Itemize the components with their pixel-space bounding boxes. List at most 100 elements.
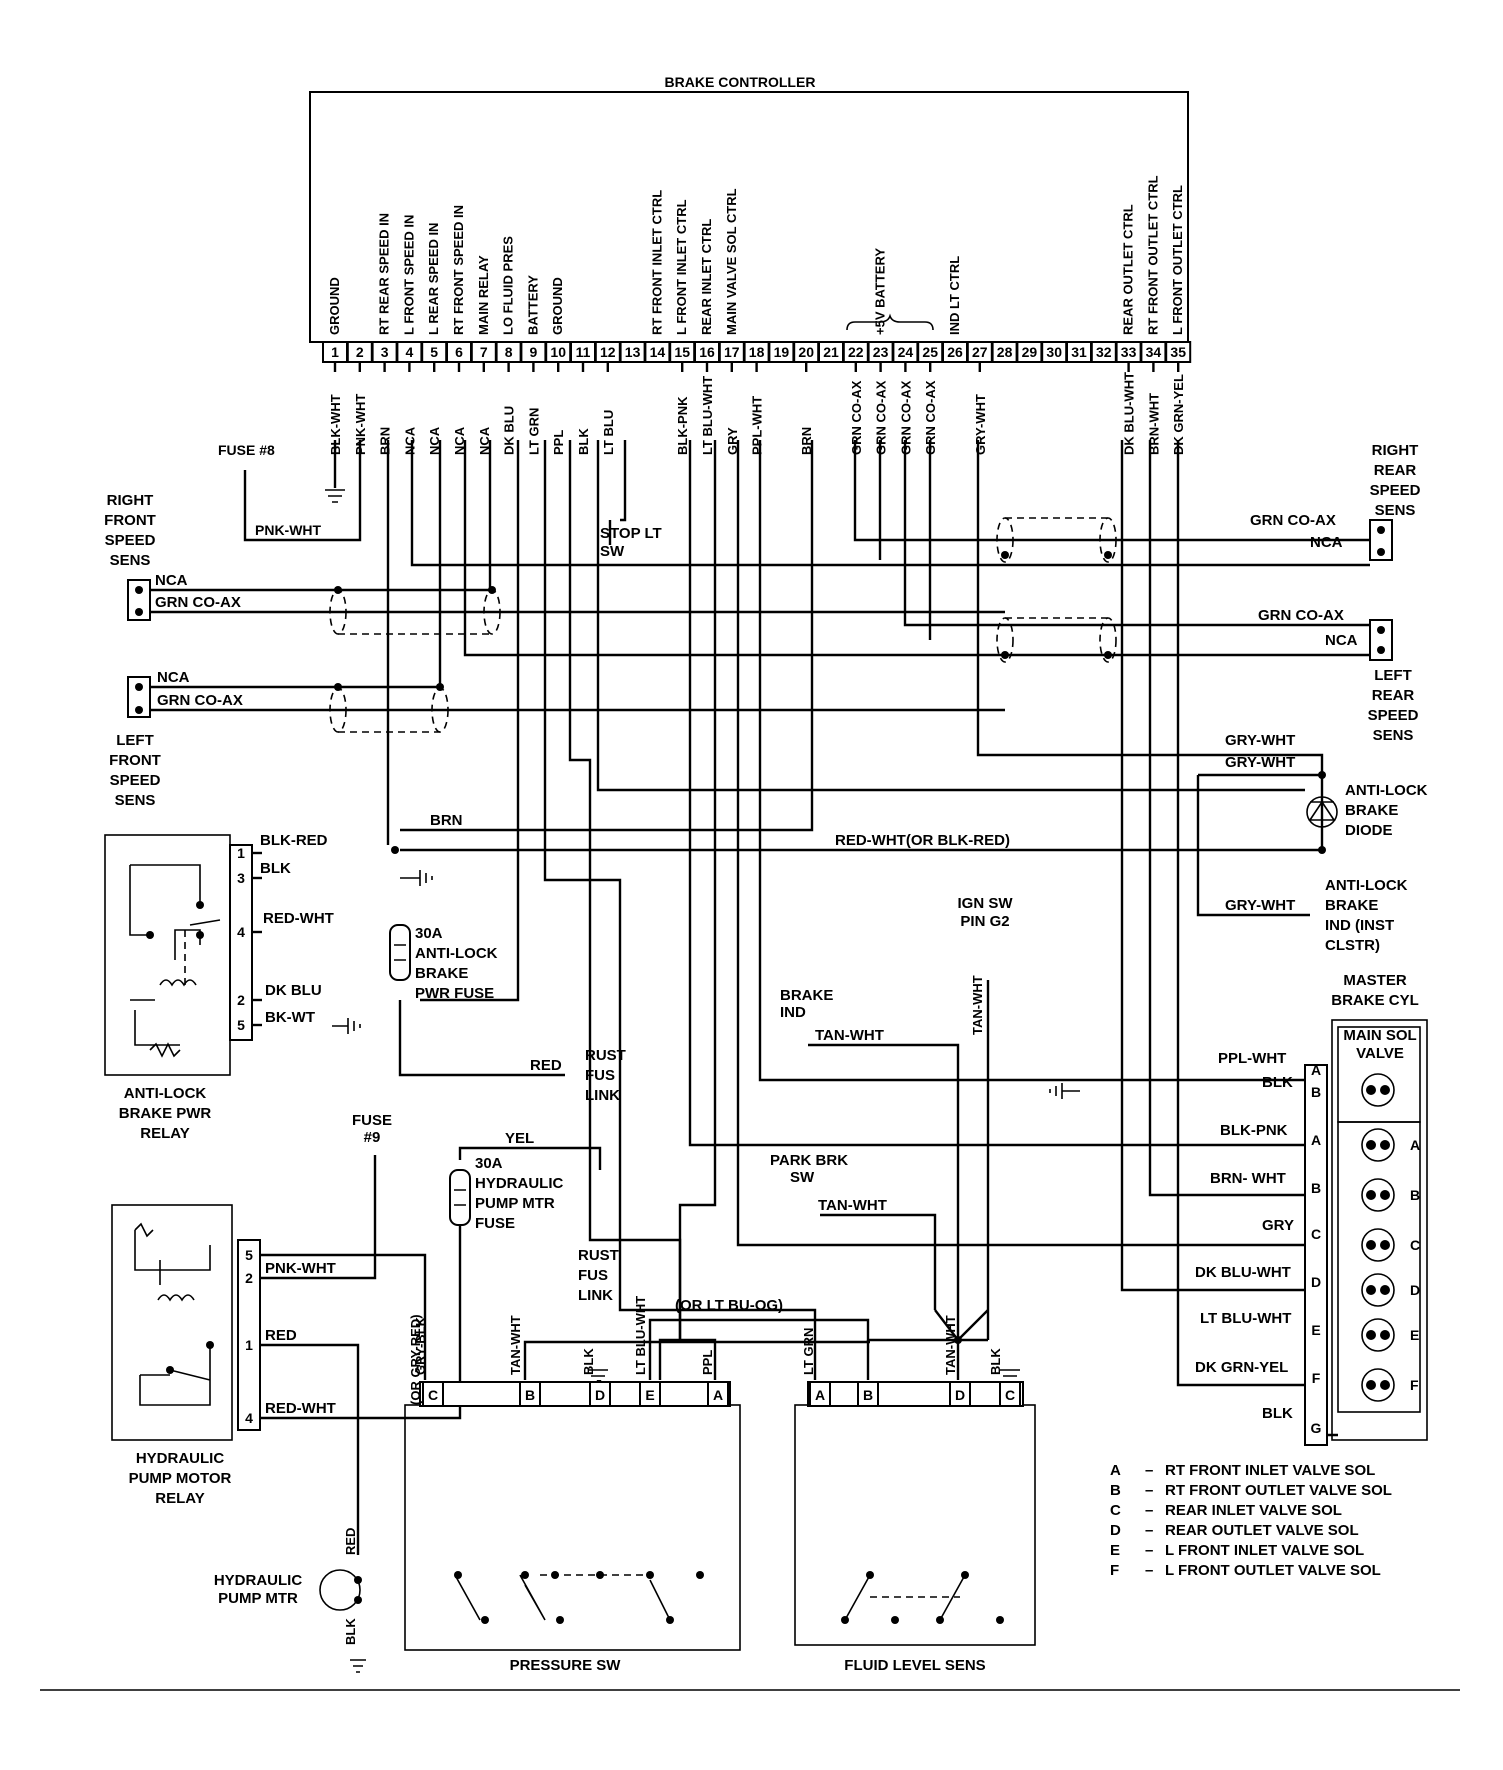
rf-nca-label: NCA xyxy=(155,572,188,589)
controller-function-label: L REAR SPEED IN xyxy=(426,223,441,335)
controller-pin-number: 14 xyxy=(650,344,666,360)
master-cyl-pin: B xyxy=(1311,1084,1321,1100)
controller-pin-number: 27 xyxy=(972,344,988,360)
rr-nca-label: NCA xyxy=(1310,534,1343,551)
pump-relay-pin: 4 xyxy=(245,1410,253,1426)
controller-pin-number: 11 xyxy=(576,344,591,360)
controller-wire-color: PPL xyxy=(551,430,566,455)
valve-letter: D xyxy=(1410,1282,1420,1298)
fl-blk-label: BLK xyxy=(988,1348,1003,1375)
rust-link-label-1: RUST FUS LINK xyxy=(585,1047,626,1104)
controller-wire-color: DK BLU-WHT xyxy=(1122,372,1137,455)
legend-dash: – xyxy=(1145,1562,1153,1579)
controller-function-label: RT FRONT OUTLET CTRL xyxy=(1145,175,1160,335)
controller-wire-color: BLK-PNK xyxy=(675,396,690,455)
controller-function-label: GROUND xyxy=(327,277,342,335)
controller-wire-color: DK BLU xyxy=(502,406,517,455)
controller-pin-number: 24 xyxy=(898,344,914,360)
abs-relay-pin: 1 xyxy=(237,845,245,861)
controller-pin-number: 5 xyxy=(430,344,438,360)
gry-wht-label-1: GRY-WHT xyxy=(1225,732,1295,749)
legend-dash: – xyxy=(1145,1502,1153,1519)
pump-red-label: RED xyxy=(343,1528,358,1555)
pump-relay-label: HYDRAULIC PUMP MOTOR RELAY xyxy=(129,1450,232,1507)
master-cyl-pin: A xyxy=(1311,1062,1321,1078)
legend-dash: – xyxy=(1145,1542,1153,1559)
controller-wire-color: GRN CO-AX xyxy=(849,380,864,455)
svg-text:SPEED: SPEED xyxy=(105,532,156,549)
master-cyl-pin: A xyxy=(1311,1132,1321,1148)
abs-relay-label: ANTI-LOCK BRAKE PWR RELAY xyxy=(119,1085,212,1142)
valve-solenoid-icon xyxy=(1361,1073,1395,1107)
legend-key: C xyxy=(1110,1502,1121,1519)
brn-wht-label: BRN- WHT xyxy=(1210,1170,1286,1187)
blk-red-label: BLK-RED xyxy=(260,832,328,849)
junction-dots xyxy=(334,551,1326,1344)
svg-text:BRAKE: BRAKE xyxy=(415,965,468,982)
controller-pin-number: 33 xyxy=(1121,344,1137,360)
rf-speed-label: RIGHT FRONT SPEED SENS xyxy=(104,492,156,569)
ind-label: ANTI-LOCK BRAKE IND (INST CLSTR) xyxy=(1325,877,1408,954)
tan-wht-label-2: TAN-WHT xyxy=(818,1197,887,1214)
controller-wire-color: BLK-WHT xyxy=(328,394,343,455)
fluid-sensor-pin: B xyxy=(863,1387,873,1403)
svg-text:30A: 30A xyxy=(475,1155,503,1172)
svg-text:IND (INST: IND (INST xyxy=(1325,917,1394,934)
red-wht-label: RED-WHT xyxy=(263,910,334,927)
abs-relay-pin: 5 xyxy=(237,1017,245,1033)
brake-controller-box xyxy=(309,91,1189,343)
pressure-switch-pin: E xyxy=(645,1387,654,1403)
controller-function-label: MAIN VALVE SOL CTRL xyxy=(724,188,739,335)
yel-label: YEL xyxy=(505,1130,534,1147)
pump-blk-label: BLK xyxy=(343,1618,358,1645)
legend-dash: – xyxy=(1145,1462,1153,1479)
svg-text:LEFT: LEFT xyxy=(116,732,154,749)
rr-speed-label: RIGHT REAR SPEED SENS xyxy=(1370,442,1421,519)
master-cyl-pin: D xyxy=(1311,1274,1321,1290)
brn-label: BRN xyxy=(430,812,463,829)
master-cyl-pin: E xyxy=(1311,1322,1320,1338)
lr-coax-label: GRN CO-AX xyxy=(1258,607,1344,624)
pressure-sw-label: PRESSURE SW xyxy=(510,1657,622,1674)
controller-function-label: L FRONT OUTLET CTRL xyxy=(1170,185,1185,335)
pump-relay-pin: 5 xyxy=(245,1247,253,1263)
svg-text:MAIN SOL: MAIN SOL xyxy=(1343,1027,1416,1044)
fluid-sensor-pin: A xyxy=(815,1387,825,1403)
blk-pnk-label: BLK-PNK xyxy=(1220,1122,1288,1139)
ps-tan-wht-label: TAN-WHT xyxy=(508,1315,523,1375)
controller-pin-number: 29 xyxy=(1022,344,1038,360)
tan-wht-label-v: TAN-WHT xyxy=(970,975,985,1035)
rr-coax-label: GRN CO-AX xyxy=(1250,512,1336,529)
controller-pin-number: 17 xyxy=(724,344,740,360)
svg-text:RUST: RUST xyxy=(578,1247,619,1264)
controller-pin-number: 6 xyxy=(455,344,463,360)
svg-text:RIGHT: RIGHT xyxy=(107,492,154,509)
tan-wht-label-1: TAN-WHT xyxy=(815,1027,884,1044)
controller-wire-color: LT BLU xyxy=(601,410,616,455)
pump-mtr-label: HYDRAULIC PUMP MTR xyxy=(214,1572,302,1607)
fuse-30a-abs xyxy=(389,924,411,981)
controller-pin-number: 7 xyxy=(480,344,488,360)
controller-pin-number: 28 xyxy=(997,344,1013,360)
svg-text:ANTI-LOCK: ANTI-LOCK xyxy=(124,1085,207,1102)
controller-function-label: GROUND xyxy=(550,277,565,335)
rf-speed-sensor xyxy=(127,579,151,621)
controller-wire-color: GRN CO-AX xyxy=(874,380,889,455)
rust-link-label-2: RUST FUS LINK xyxy=(578,1247,619,1304)
svg-text:SW: SW xyxy=(790,1169,815,1186)
or-lt-bu-label: (OR LT BU-OG) xyxy=(675,1297,783,1314)
fuse-30a-label: 30A ANTI-LOCK BRAKE PWR FUSE xyxy=(415,925,498,1002)
controller-wire-color: NCA xyxy=(402,426,417,455)
controller-wire-color: NCA xyxy=(452,426,467,455)
pump-relay-pin: 2 xyxy=(245,1270,253,1286)
pressure-switch xyxy=(404,1381,741,1651)
controller-pin-number: 18 xyxy=(749,344,765,360)
controller-wire-color: PPL-WHT xyxy=(750,396,765,455)
svg-text:FUS: FUS xyxy=(578,1267,608,1284)
svg-text:PWR FUSE: PWR FUSE xyxy=(415,985,494,1002)
svg-text:ANTI-LOCK: ANTI-LOCK xyxy=(1345,782,1428,799)
gry-label: GRY xyxy=(1262,1217,1294,1234)
pump-relay-pin: 1 xyxy=(245,1337,253,1353)
master-label: MASTER BRAKE CYL xyxy=(1331,972,1419,1009)
